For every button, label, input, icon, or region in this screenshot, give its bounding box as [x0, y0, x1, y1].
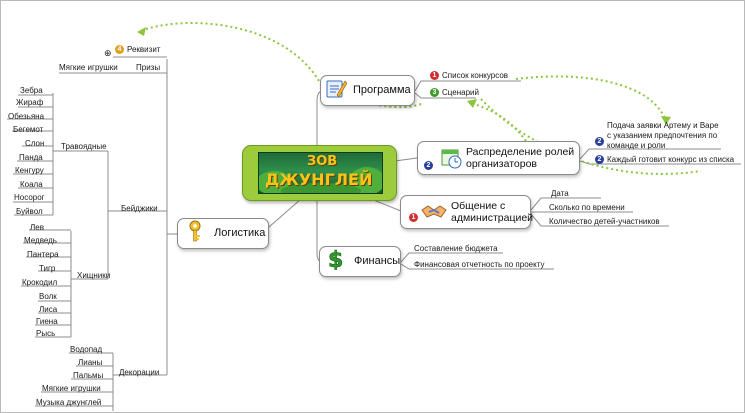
calendar-clock-icon	[440, 147, 462, 174]
topic-logistika-label: Логистика	[214, 227, 266, 239]
topic-finansy[interactable]: $ Финансы	[319, 246, 401, 277]
node-rys[interactable]: Рысь	[36, 329, 56, 338]
node-slon[interactable]: Слон	[25, 139, 45, 148]
key-icon	[186, 220, 204, 247]
priority-1-marker-konkursy: 1	[430, 71, 439, 80]
node-medved[interactable]: Медведь	[24, 236, 57, 245]
node-finansovaya-otchetnost[interactable]: Финансовая отчетность по проекту	[414, 260, 545, 269]
dollar-icon: $	[326, 248, 346, 275]
node-myagkie-igrushki-dekor[interactable]: Мягкие игрушки	[42, 384, 101, 393]
node-panda[interactable]: Панда	[19, 153, 43, 162]
collapse-toggle-icon[interactable]: ⊕	[104, 48, 112, 58]
node-podacha-zayavki[interactable]: Подача заявки Артему и Варе с указанием …	[607, 121, 719, 150]
node-dekoracii[interactable]: Декорации	[119, 368, 160, 377]
node-zhiraf[interactable]: Жираф	[16, 98, 44, 107]
node-palmy[interactable]: Пальмы	[73, 371, 104, 380]
node-scenariy[interactable]: Сценарий	[442, 88, 479, 97]
node-kolichestvo-detey[interactable]: Количество детей-участников	[549, 217, 660, 226]
topic-raspredelenie[interactable]: Распределение ролей организаторов	[417, 141, 580, 175]
topic-obshchenie[interactable]: Общение с администрацией	[400, 195, 534, 229]
jungle-call-logo: ЗОВ ДЖУНГЛЕЙ	[258, 152, 383, 194]
node-lev[interactable]: Лев	[30, 223, 44, 232]
node-koala[interactable]: Коала	[20, 180, 43, 189]
node-skolko-po-vremeni[interactable]: Сколько по времени	[549, 203, 625, 212]
logo-line-1: ЗОВ	[307, 154, 338, 169]
priority-3-marker: 3	[430, 88, 439, 97]
priority-2-marker-konkurs: 2	[595, 155, 604, 164]
node-pantera[interactable]: Пантера	[27, 250, 59, 259]
node-zebra[interactable]: Зебра	[20, 86, 43, 95]
central-topic[interactable]: ЗОВ ДЖУНГЛЕЙ	[242, 145, 397, 201]
node-kazhdy-gotovit[interactable]: Каждый готовит конкурс из списка	[607, 155, 735, 164]
node-spisok-konkursov[interactable]: Список конкурсов	[442, 71, 509, 80]
topic-programma[interactable]: Программа	[320, 75, 415, 106]
node-nosorog[interactable]: Носорог	[14, 193, 45, 202]
node-lisa[interactable]: Лиса	[39, 305, 58, 314]
priority-2-marker-zayavka: 2	[595, 137, 604, 146]
node-volk[interactable]: Волк	[39, 292, 57, 301]
node-giena[interactable]: Гиена	[36, 317, 58, 326]
topic-programma-label: Программа	[353, 84, 411, 96]
logo-line-2: ДЖУНГЛЕЙ	[265, 170, 373, 189]
node-travoyadnye[interactable]: Травоядные	[61, 142, 107, 151]
topic-obshchenie-label: Общение с администрацией	[451, 200, 534, 224]
node-buyvol[interactable]: Буйвол	[16, 207, 43, 216]
node-muzyka-dzhungley[interactable]: Музыка джунглей	[36, 398, 102, 407]
topic-finansy-label: Финансы	[354, 255, 401, 267]
svg-text:$: $	[328, 248, 343, 270]
handshake-icon	[421, 202, 447, 227]
node-sostavlenie-byudzheta[interactable]: Составление бюджета	[414, 244, 498, 253]
node-prizy[interactable]: Призы	[136, 63, 161, 72]
node-vodopad[interactable]: Водопад	[70, 345, 103, 354]
node-begemot[interactable]: Бегемот	[13, 125, 44, 134]
topic-logistika[interactable]: Логистика	[177, 218, 269, 249]
priority-4-marker: 4	[115, 45, 124, 54]
node-myagkie-igrushki-prizy[interactable]: Мягкие игрушки	[59, 63, 118, 72]
priority-1-marker: 1	[409, 213, 418, 222]
priority-2-marker: 2	[424, 161, 433, 170]
node-bejdzhiki[interactable]: Бейджики	[121, 204, 158, 213]
node-rekvizit[interactable]: Реквизит	[127, 45, 161, 54]
node-tigr[interactable]: Тигр	[39, 264, 56, 273]
node-hishchniki[interactable]: Хищники	[77, 271, 111, 280]
node-kenguru[interactable]: Кенгуру	[15, 166, 44, 175]
node-data[interactable]: Дата	[551, 189, 569, 198]
node-krokodil[interactable]: Крокодил	[22, 278, 58, 287]
node-obezyana[interactable]: Обезьяна	[8, 112, 45, 121]
topic-raspredelenie-label: Распределение ролей организаторов	[466, 146, 575, 170]
node-liany[interactable]: Лианы	[78, 358, 103, 367]
notepad-pencil-icon	[325, 77, 348, 104]
